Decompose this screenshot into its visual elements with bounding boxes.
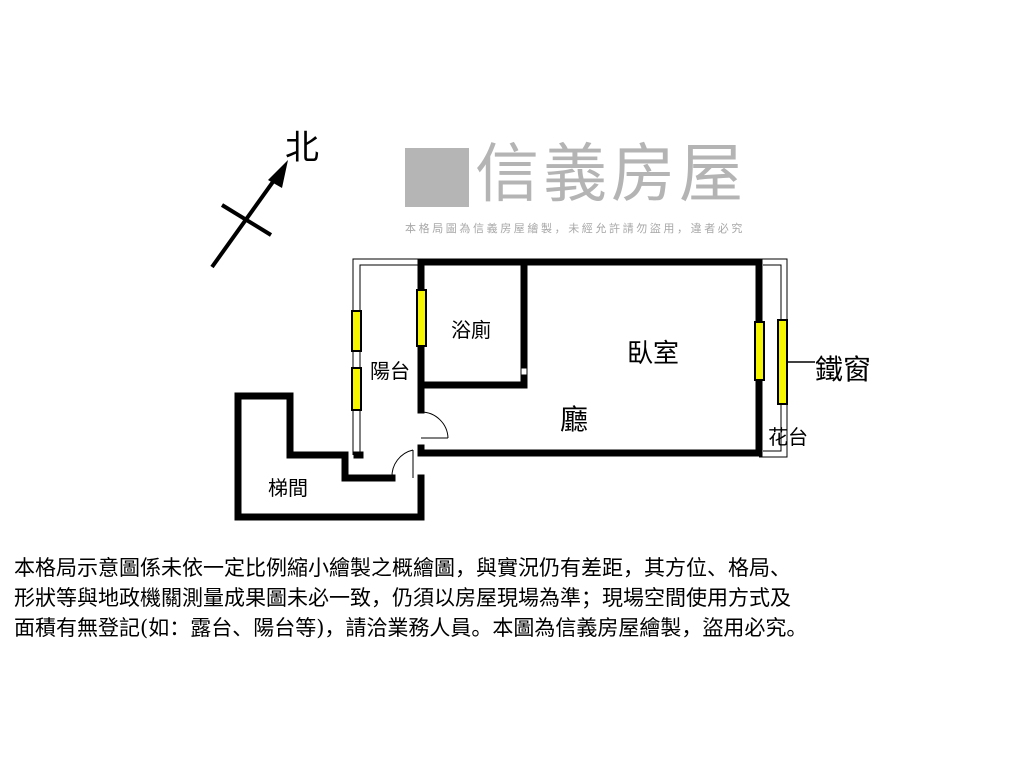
room-label-living: 廳 <box>560 403 589 436</box>
room-label-bedroom: 臥室 <box>627 339 680 369</box>
window <box>754 321 765 381</box>
window <box>351 310 362 352</box>
watermark-notice: 本格局圖為信義房屋繪製，未經允許請勿盜用，違者必究 <box>405 222 745 235</box>
window <box>777 319 788 405</box>
room-label-planter: 花台 <box>768 425 808 449</box>
compass-north-label: 北 <box>285 128 319 168</box>
door <box>391 364 528 479</box>
room-label-bathroom: 浴廁 <box>451 318 491 342</box>
room-label-stairwell: 梯間 <box>268 476 308 500</box>
walls <box>234 258 763 521</box>
window <box>416 289 427 347</box>
disclaimer-line: 面積有無登記(如：露台、陽台等)，請洽業務人員。本圖為信義房屋繪製，盜用必究。 <box>14 616 808 640</box>
window <box>351 367 362 411</box>
disclaimer-line: 形狀等與地政機關測量成果圖未必一致，仍須以房屋現場為準；現場空間使用方式及 <box>14 586 791 610</box>
watermark-logo <box>405 148 469 207</box>
windows <box>351 289 788 411</box>
disclaimer-line: 本格局示意圖係未依一定比例縮小繪製之概繪圖，與實況仍有差距，其方位、格局、 <box>14 556 791 580</box>
label-iron-window: 鐵窗 <box>815 353 872 386</box>
north-arrow-icon <box>210 160 288 269</box>
disclaimer: 本格局示意圖係未依一定比例縮小繪製之概繪圖，與實況仍有差距，其方位、格局、 形狀… <box>14 553 1014 643</box>
watermark-brand: 信義房屋 <box>475 138 747 212</box>
room-label-balcony: 陽台 <box>370 359 410 383</box>
